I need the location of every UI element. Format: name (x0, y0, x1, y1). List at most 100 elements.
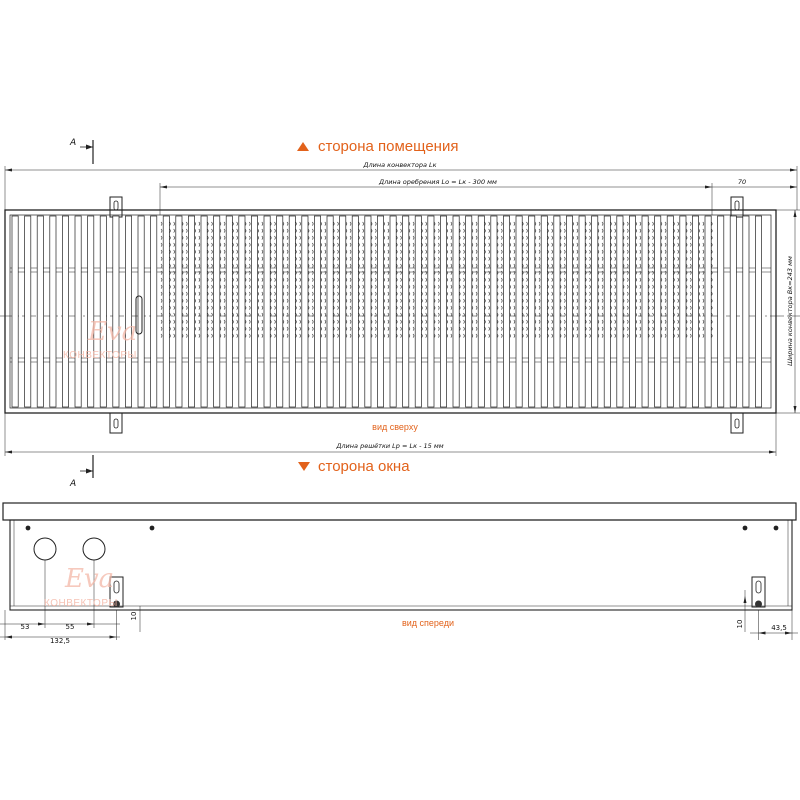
front-dimensions: 53 55 132,5 10 10 43,5 (0, 560, 798, 645)
grille-slat (351, 215, 359, 408)
grille-slat (301, 215, 309, 408)
watermark-top: Eva КОНВЕКТОРЫ (63, 317, 137, 361)
pipe-connection (135, 295, 143, 335)
grille-slat (162, 215, 170, 408)
grille-slat (616, 215, 624, 408)
grille-slat (553, 215, 561, 408)
grille-slat (11, 215, 19, 408)
grille-slat (263, 215, 271, 408)
section-mark-bottom: А (69, 455, 94, 489)
front-view-caption: вид спереди (402, 618, 454, 628)
section-label-top: А (69, 138, 76, 148)
fin-offset-label: 70 (738, 178, 746, 186)
grille-slat (24, 215, 32, 408)
grille-slats (11, 215, 762, 408)
grille-slat (717, 215, 725, 408)
grille-slat (36, 215, 44, 408)
window-side-label-group: сторона окна (298, 458, 410, 475)
top-view-caption: вид сверху (372, 422, 418, 432)
pipe-holes (33, 537, 106, 561)
grille-slat (188, 215, 195, 408)
dim-10-left: 10 (130, 612, 138, 621)
grille-slat (654, 215, 662, 408)
section-mark-top: А (69, 138, 94, 164)
grille-slat (364, 215, 372, 408)
grille-slat (288, 215, 296, 408)
grille-slat (515, 215, 523, 408)
grille-slat (528, 215, 536, 408)
grille-slat (755, 215, 762, 408)
room-side-label-group: сторона помещения (297, 138, 458, 155)
grille-slat (125, 215, 132, 408)
dim-convector-length: Длина конвектора Lк (4, 161, 798, 210)
grille-slat (452, 215, 460, 408)
grille (4, 209, 777, 414)
grille-slat (729, 215, 737, 408)
grille-slat (414, 215, 422, 408)
window-side-label: сторона окна (318, 458, 410, 475)
grille-slat (137, 215, 145, 408)
watermark-brand-bottom: КОНВЕКТОРЫ (44, 598, 118, 609)
convector-length-label: Длина конвектора Lк (362, 161, 436, 169)
dim-convector-width: Ширина конвектора Вк=243 мм (776, 209, 800, 414)
dim-132-5: 132,5 (50, 637, 70, 645)
grille-slat (377, 215, 384, 408)
grille-slat (200, 215, 208, 408)
watermark-logo-top: Eva (87, 317, 137, 347)
grille-slat (276, 215, 284, 408)
watermark-bottom: Eva КОНВЕКТОРЫ (44, 564, 118, 609)
arrow-down-icon (298, 462, 310, 471)
grille-slat (440, 215, 447, 408)
grille-slat (62, 215, 69, 408)
grille-slat (704, 215, 712, 408)
fin-length-label: Длина оребрения Lo = Lк - 300 мм (378, 178, 497, 186)
grille-slat (99, 215, 107, 408)
fastener-dots (25, 525, 779, 531)
arrow-up-icon (297, 142, 309, 151)
grille-slat (742, 215, 750, 408)
dim-10-right: 10 (736, 620, 744, 629)
grille-slat (175, 215, 183, 408)
grille-slat (503, 215, 510, 408)
grille-slat (692, 215, 699, 408)
grille-slat (666, 215, 674, 408)
dim-43-5: 43,5 (771, 624, 787, 632)
dim-grille-length: Длина решётки Lр = Lк - 15 мм (4, 413, 777, 456)
grille-slat (402, 215, 410, 408)
grille-slat (566, 215, 573, 408)
grille-slat (389, 215, 397, 408)
grille-slat (238, 215, 246, 408)
dim-53: 53 (21, 623, 30, 631)
grille-slat (87, 215, 95, 408)
grille-slat (251, 215, 258, 408)
grille-slat (578, 215, 586, 408)
grille-slat (629, 215, 636, 408)
grille-slat (314, 215, 321, 408)
grille-slat (150, 215, 158, 408)
grille-slat (641, 215, 649, 408)
grille-slat (225, 215, 233, 408)
grille-slat (49, 215, 57, 408)
grille-slat (477, 215, 485, 408)
grille-slat (326, 215, 334, 408)
grille-length-label: Длина решётки Lр = Lк - 15 мм (335, 442, 443, 450)
convector-width-label: Ширина конвектора Вк=243 мм (786, 256, 794, 366)
grille-slat (679, 215, 687, 408)
watermark-logo-bottom: Eva (64, 564, 114, 594)
grille-slat (490, 215, 498, 408)
dim-55: 55 (66, 623, 75, 631)
section-label-bottom: А (69, 479, 76, 489)
grille-slat (427, 215, 435, 408)
front-view (2, 502, 797, 611)
grille-slat (591, 215, 599, 408)
feet-brackets (109, 576, 766, 608)
grille-slat (112, 215, 120, 408)
watermark-brand-top: КОНВЕКТОРЫ (63, 350, 137, 361)
grille-slat (74, 215, 82, 408)
room-side-label: сторона помещения (318, 138, 458, 155)
grille-slat (213, 215, 221, 408)
grille-slat (540, 215, 548, 408)
grille-slat (603, 215, 611, 408)
grille-slat (465, 215, 473, 408)
